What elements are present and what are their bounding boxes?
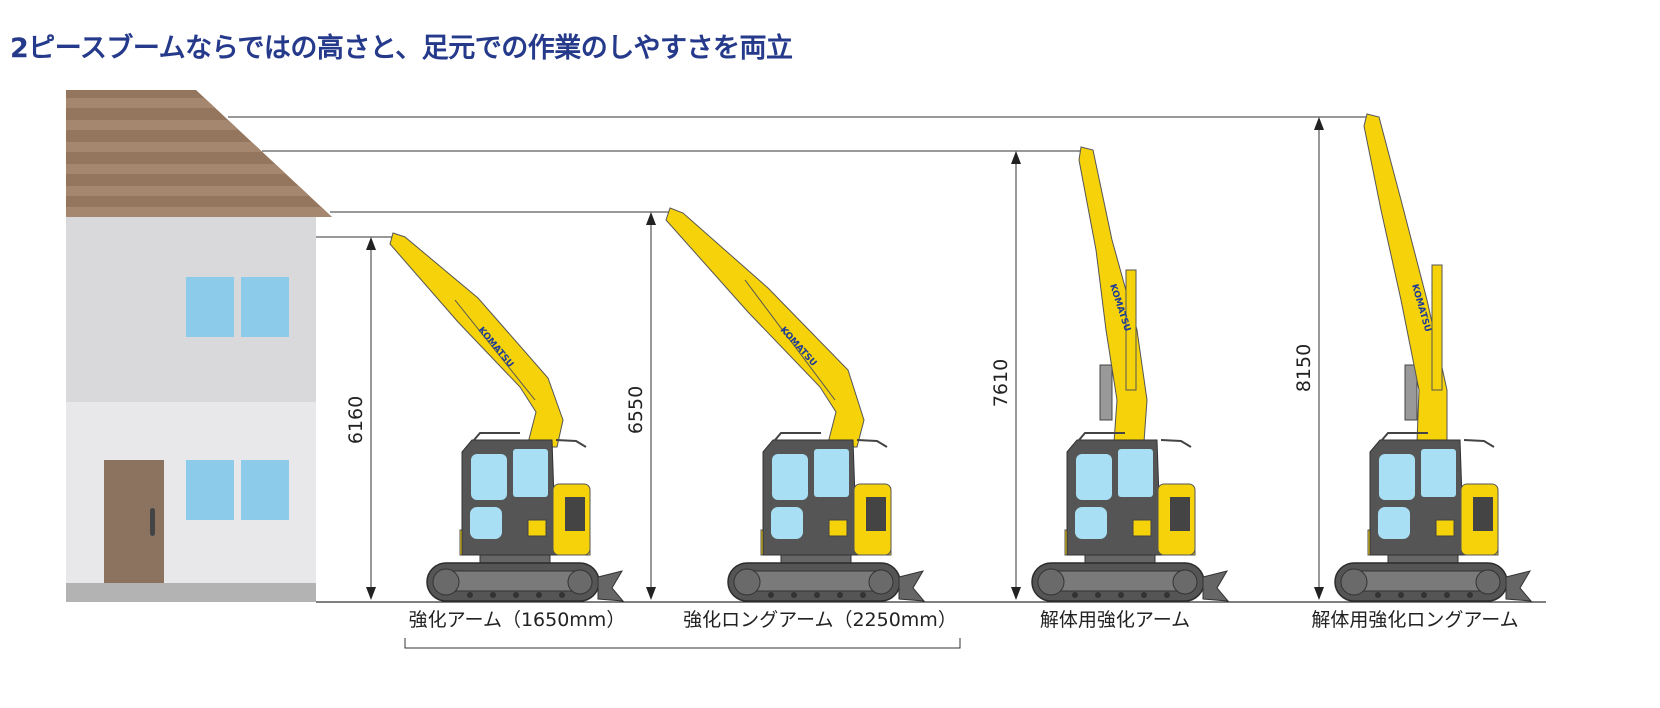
- house: [66, 90, 332, 602]
- house-roof: [66, 90, 332, 217]
- excavator-2: KOMATSU: [665, 207, 925, 602]
- excavator-3: KOMATSU: [1031, 146, 1229, 602]
- dimension-8150: 8150: [1293, 117, 1324, 600]
- dimension-6550: 6550: [625, 212, 656, 600]
- excavator-4: KOMATSU: [1334, 113, 1532, 602]
- group-bracket: [404, 638, 961, 649]
- page-title: 2ピースブームならではの高さと、足元での作業のしやすさを両立: [10, 33, 793, 64]
- height-guides: [228, 116, 1372, 238]
- house-foundation: [66, 583, 316, 602]
- height-value: 7610: [990, 359, 1012, 407]
- machine-label: 強化ロングアーム（2250mm）: [683, 609, 957, 631]
- dimension-7610: 7610: [990, 151, 1021, 600]
- house-windows: [186, 277, 289, 520]
- machine-label: 解体用強化アーム: [1040, 609, 1190, 631]
- door-handle: [150, 508, 155, 536]
- height-value: 8150: [1293, 344, 1315, 392]
- height-value: 6550: [625, 386, 647, 434]
- excavator-1: KOMATSU: [389, 232, 624, 602]
- machine-label: 強化アーム（1650mm）: [409, 609, 626, 631]
- dimension-6160: 6160: [345, 237, 376, 600]
- height-value: 6160: [345, 396, 367, 444]
- machine-label: 解体用強化ロングアーム: [1311, 609, 1518, 631]
